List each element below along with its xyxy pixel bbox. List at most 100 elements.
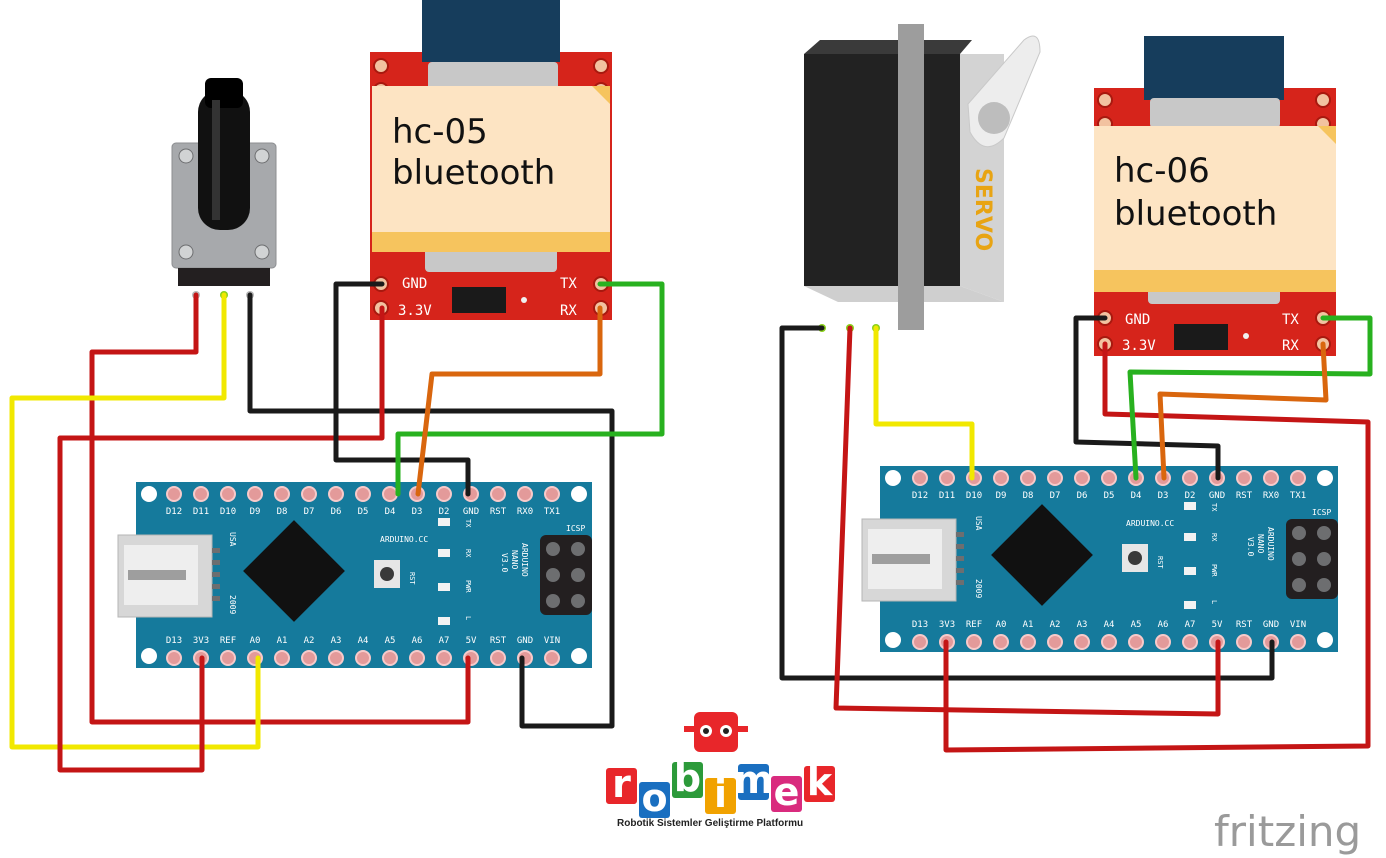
left-rst-label: RST — [408, 572, 416, 585]
pin-label: GND — [1209, 491, 1225, 501]
hc06-rx-label: RX — [1282, 338, 1299, 354]
logo-letter: r — [612, 762, 631, 806]
pin-label: A7 — [1185, 620, 1196, 630]
pin-label: D5 — [1104, 491, 1115, 501]
pin-label: D4 — [1131, 491, 1142, 501]
right-led-tx: TX — [1210, 503, 1218, 512]
pin-pad — [274, 486, 290, 502]
pin-label: A2 — [1050, 620, 1061, 630]
pin-label: GND — [463, 507, 479, 517]
pin-label: D13 — [166, 636, 182, 646]
pin-label: TX1 — [544, 507, 560, 517]
hc05-tx-label: TX — [560, 276, 577, 292]
pin-label: A5 — [385, 636, 396, 646]
wire-bt2-gnd — [1073, 315, 1221, 481]
pin-label: A1 — [1023, 620, 1034, 630]
pin-pad — [1020, 470, 1036, 486]
hc06-note: hc-06 bluetooth — [1094, 126, 1336, 292]
pin-label: A7 — [439, 636, 450, 646]
pin-label: A3 — [1077, 620, 1088, 630]
usb-pins — [212, 548, 220, 601]
pin-pad — [1263, 470, 1279, 486]
wire-bt-rx — [415, 305, 603, 497]
pin-label: 3V3 — [939, 620, 955, 630]
pin-pad — [912, 470, 928, 486]
robot-icon — [684, 712, 748, 752]
pin-label: VIN — [1290, 620, 1306, 630]
hc05-rx-label: RX — [560, 303, 577, 319]
pin-label: VIN — [544, 636, 560, 646]
pin-pad — [355, 486, 371, 502]
pin-label: D2 — [439, 507, 450, 517]
logo-letter: i — [714, 772, 727, 816]
pin-label: D6 — [331, 507, 342, 517]
pin-label: D10 — [966, 491, 982, 501]
left-icsp-label: ICSP — [566, 524, 585, 533]
left-arduino-name1: ARDUINO — [520, 543, 529, 577]
right-icsp-label: ICSP — [1312, 508, 1331, 517]
pin-pad — [436, 486, 452, 502]
right-rst-label: RST — [1156, 556, 1164, 569]
logo-letter: k — [807, 760, 833, 804]
right-led-pwr: PWR — [1210, 564, 1218, 577]
pin-pad — [544, 486, 560, 502]
pin-label: A3 — [331, 636, 342, 646]
pin-pad — [544, 650, 560, 666]
pin-label: D9 — [250, 507, 261, 517]
pin-label: D4 — [385, 507, 396, 517]
pin-pad — [1074, 470, 1090, 486]
pin-pad — [993, 634, 1009, 650]
hc05-33v-label: 3.3V — [398, 303, 432, 319]
pin-pad — [193, 486, 209, 502]
pin-label: D6 — [1077, 491, 1088, 501]
pin-pad — [966, 634, 982, 650]
pin-label: D3 — [1158, 491, 1169, 501]
right-arduino-name3: V3.0 — [1246, 537, 1255, 556]
logo-tile — [672, 762, 703, 798]
logo-tagline: Robotik Sistemler Geliştirme Platformu — [617, 818, 803, 829]
pin-label: RX0 — [1263, 491, 1279, 501]
pin-label: D8 — [277, 507, 288, 517]
pin-pad — [301, 486, 317, 502]
pin-pad — [1101, 634, 1117, 650]
pin-label: A0 — [250, 636, 261, 646]
pin-label: RST — [1236, 491, 1253, 501]
pin-label: A0 — [996, 620, 1007, 630]
pin-label: A6 — [412, 636, 423, 646]
pin-label: D11 — [939, 491, 955, 501]
wire-bt-vcc — [57, 305, 385, 773]
pin-pad — [939, 470, 955, 486]
pin-pad — [1236, 470, 1252, 486]
right-arduino-name1: ARDUINO — [1266, 527, 1275, 561]
pin-pad — [1182, 634, 1198, 650]
hc05-note-line2: bluetooth — [392, 153, 555, 193]
pin-label: 5V — [1212, 620, 1223, 630]
pin-label: RST — [490, 636, 507, 646]
wire-bt2-rx — [1157, 341, 1329, 481]
pin-pad — [436, 650, 452, 666]
hc06-33v-label: 3.3V — [1122, 338, 1156, 354]
pin-label: RST — [1236, 620, 1253, 630]
logo-tile — [639, 782, 670, 818]
arduino-nano-right: ARDUINO.CC ARDUINO NANO V3.0 USA 2009 RS… — [861, 466, 1338, 652]
logo-letter: o — [641, 776, 667, 820]
pin-label: D8 — [1023, 491, 1034, 501]
pin-pad — [1182, 470, 1198, 486]
right-arduino-name2: NANO — [1256, 534, 1265, 553]
usb-pins-right — [956, 532, 964, 585]
logo-tile — [771, 776, 802, 812]
pin-label: A5 — [1131, 620, 1142, 630]
right-led-l: L — [1210, 600, 1218, 604]
right-wires — [779, 315, 1373, 753]
logo-tile — [804, 766, 835, 802]
pin-label: D7 — [304, 507, 315, 517]
logo-tile — [606, 768, 637, 804]
hc06-module: GND 3.3V TX RX hc-06 bluetooth — [1094, 36, 1336, 356]
pin-pad — [993, 470, 1009, 486]
pin-label: GND — [517, 636, 533, 646]
fritzing-watermark: fritzing — [1214, 807, 1361, 856]
logo-letter: b — [674, 756, 701, 800]
potentiometer — [171, 78, 277, 299]
